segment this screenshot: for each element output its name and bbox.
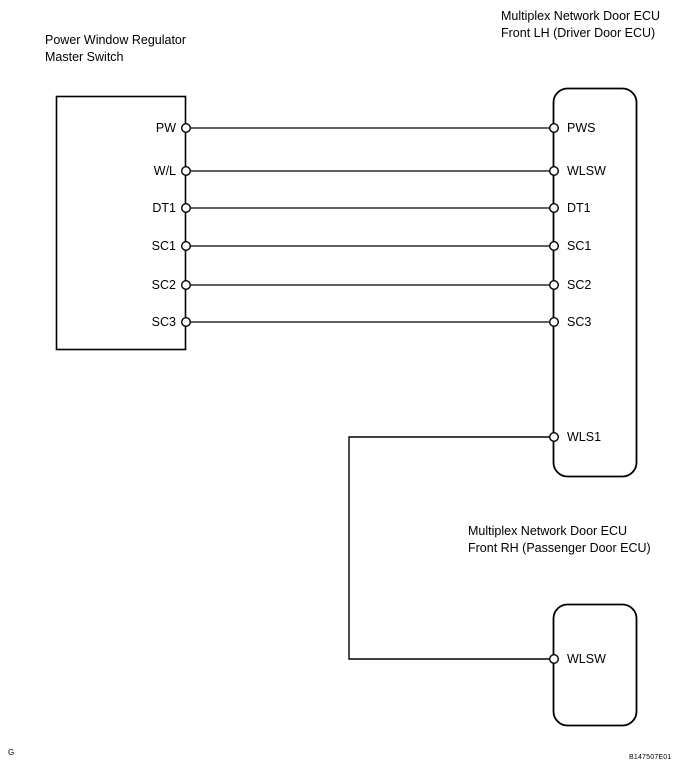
power-window-master-switch-caption: Power Window Regulator Master Switch xyxy=(45,32,186,66)
pin-label-dt1: DT1 xyxy=(152,201,176,215)
terminal-dt1 xyxy=(549,202,560,213)
ecu-rh-terminals xyxy=(549,654,560,665)
terminal-pw xyxy=(180,122,191,133)
ecu-front-lh-caption: Multiplex Network Door ECU Front LH (Dri… xyxy=(501,8,660,42)
wire-wls1-to-rh-wlsw xyxy=(348,436,553,660)
caption-line-2: Front RH (Passenger Door ECU) xyxy=(468,541,651,555)
caption-line-1: Multiplex Network Door ECU xyxy=(468,524,628,538)
terminal-sc3 xyxy=(549,317,560,328)
caption-line-2: Front LH (Driver Door ECU) xyxy=(501,26,656,40)
pin-label-dt1: DT1 xyxy=(567,201,591,215)
terminal-wls1 xyxy=(549,432,560,443)
terminal-sc2 xyxy=(180,280,191,291)
pin-label-pw: PW xyxy=(155,121,176,135)
left-switch-terminals xyxy=(180,122,191,328)
pin-label-pws: PWS xyxy=(567,121,596,135)
pin-label-wls1: WLS1 xyxy=(567,430,602,444)
terminal-sc1 xyxy=(180,240,191,251)
pin-label-sc1: SC1 xyxy=(567,239,592,253)
figure-code: B147507E01 xyxy=(629,754,672,761)
ecu-lh-terminals xyxy=(549,122,560,443)
terminal-pws xyxy=(549,122,560,133)
ecu-front-rh-caption: Multiplex Network Door ECU Front RH (Pas… xyxy=(468,523,651,557)
terminal-sc3 xyxy=(180,317,191,328)
pin-label-sc3: SC3 xyxy=(151,315,176,329)
terminal-wl xyxy=(180,165,191,176)
ecu-front-lh-box xyxy=(552,87,638,478)
pin-label-sc2: SC2 xyxy=(567,278,592,292)
caption-line-1: Power Window Regulator xyxy=(45,33,187,47)
pin-label-wlsw: WLSW xyxy=(567,164,606,178)
pin-label-sc1: SC1 xyxy=(151,239,176,253)
terminal-sc2 xyxy=(549,280,560,291)
terminal-sc1 xyxy=(549,240,560,251)
pin-label-sc3: SC3 xyxy=(567,315,592,329)
wire-bundle xyxy=(186,127,554,323)
pin-label-rh-wlsw: WLSW xyxy=(567,652,606,666)
ecu-front-rh-box xyxy=(552,603,638,727)
page-mark: G xyxy=(8,748,15,757)
caption-line-2: Master Switch xyxy=(45,50,124,64)
pin-label-wl: W/L xyxy=(153,164,176,178)
pin-label-sc2: SC2 xyxy=(151,278,176,292)
power-window-master-switch-box xyxy=(55,95,187,351)
terminal-rh-wlsw xyxy=(549,654,560,665)
terminal-wlsw xyxy=(549,165,560,176)
terminal-dt1 xyxy=(180,202,191,213)
caption-line-1: Multiplex Network Door ECU xyxy=(501,9,661,23)
